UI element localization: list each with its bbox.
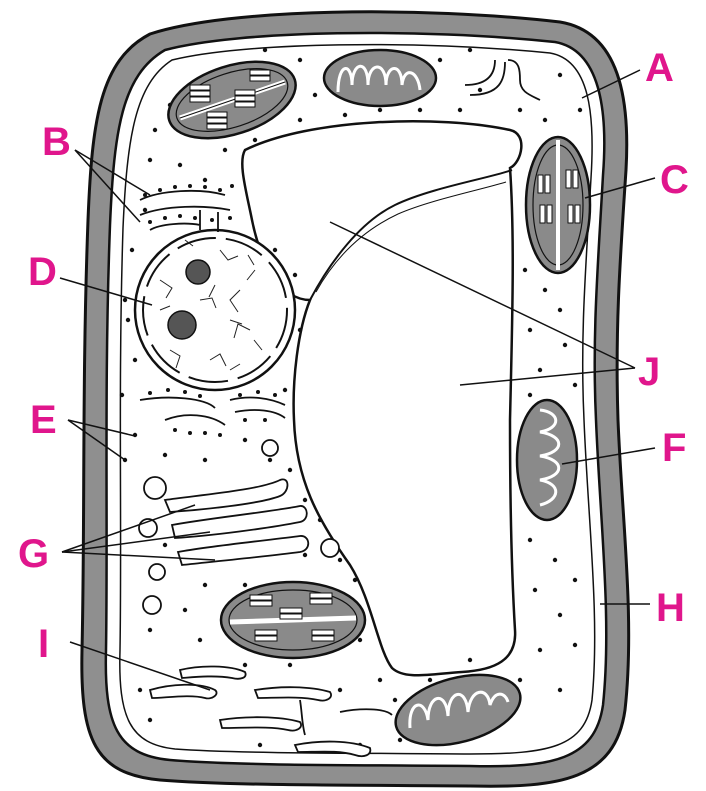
leader-j1 — [329, 221, 636, 369]
label-e: E — [30, 398, 57, 442]
ribosome-dots — [119, 47, 583, 748]
leader-e2 — [67, 419, 126, 461]
leader-c — [584, 177, 656, 199]
leader-f — [561, 447, 656, 465]
label-f: F — [662, 426, 687, 470]
leader-b2 — [74, 149, 141, 223]
cell-membrane — [119, 43, 596, 755]
rough-er-bottom — [139, 388, 286, 437]
leader-e1 — [67, 419, 136, 437]
leader-g1 — [61, 504, 196, 553]
leader-d — [59, 277, 153, 306]
mitochondrion-right — [515, 398, 579, 522]
leader-lines — [59, 69, 656, 691]
er-tubule-top-right — [464, 59, 541, 101]
label-c: C — [660, 158, 689, 202]
label-j: J — [638, 350, 661, 394]
label-i: I — [38, 622, 50, 666]
leader-j2 — [459, 367, 636, 386]
chloroplast-right — [524, 135, 592, 275]
label-a: A — [645, 46, 674, 90]
label-h: H — [656, 586, 685, 630]
leader-i — [69, 641, 211, 691]
leader-g2 — [61, 531, 211, 553]
leader-a — [581, 69, 641, 99]
nucleus — [133, 228, 297, 392]
smooth-er — [148, 665, 393, 758]
vacuole-membrane — [241, 120, 523, 677]
chloroplast-top-left — [167, 60, 297, 140]
vacuole-tonoplast-inner — [315, 181, 507, 293]
rough-er-top — [139, 184, 234, 232]
label-b: B — [42, 120, 71, 164]
chromatin — [159, 239, 263, 371]
chloroplast-bottom — [219, 580, 367, 660]
mitochondrion-bottom — [394, 673, 522, 747]
label-d: D — [28, 250, 57, 294]
mitochondrion-top — [322, 48, 438, 108]
leader-g3 — [61, 551, 216, 561]
golgi-apparatus — [138, 439, 340, 615]
vacuole-fold-line — [309, 169, 513, 301]
label-g: G — [18, 532, 50, 576]
leader-b1 — [74, 149, 151, 196]
